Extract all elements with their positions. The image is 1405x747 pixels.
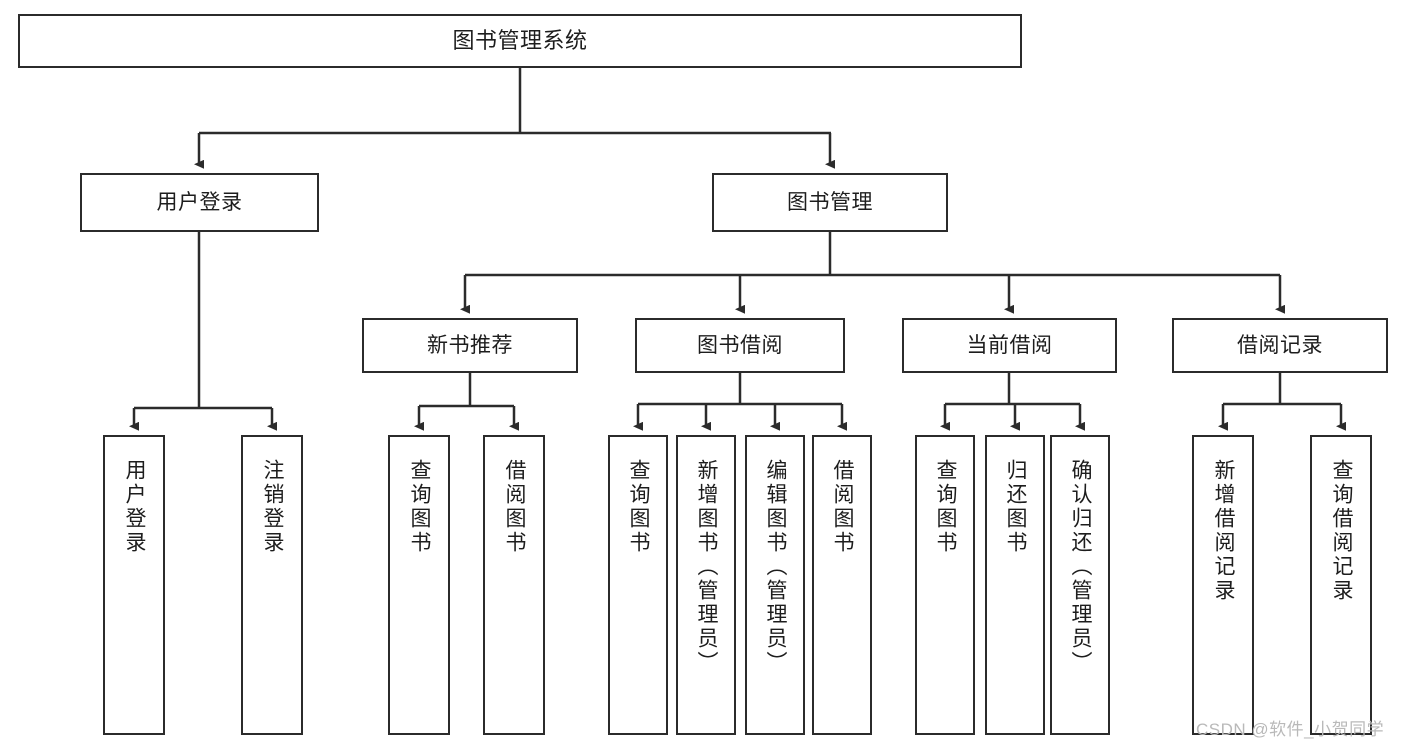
csdn-watermark-text: CSDN @软件_小贺同学 bbox=[1196, 720, 1385, 739]
node-leaf-edit-book[interactable]: 编辑图书（管理员） bbox=[745, 435, 805, 735]
node-book-manage[interactable]: 图书管理 bbox=[712, 173, 948, 232]
node-borrow-record[interactable]: 借阅记录 bbox=[1172, 318, 1388, 373]
node-leaf-return-book[interactable]: 归还图书 bbox=[985, 435, 1045, 735]
node-leaf-query-book-1[interactable]: 查询图书 bbox=[388, 435, 450, 735]
node-leaf-confirm-return-label: 确认归还（管理员） bbox=[1069, 459, 1093, 675]
node-leaf-query-record[interactable]: 查询借阅记录 bbox=[1310, 435, 1372, 735]
node-leaf-add-book[interactable]: 新增图书（管理员） bbox=[676, 435, 736, 735]
node-current-borrow[interactable]: 当前借阅 bbox=[902, 318, 1117, 373]
node-leaf-borrow-book-2[interactable]: 借阅图书 bbox=[812, 435, 872, 735]
node-leaf-add-record-label: 新增借阅记录 bbox=[1212, 459, 1236, 603]
node-book-manage-label: 图书管理 bbox=[787, 190, 873, 214]
node-leaf-query-book-2[interactable]: 查询图书 bbox=[608, 435, 668, 735]
node-leaf-query-book-1-label: 查询图书 bbox=[408, 459, 432, 555]
node-leaf-borrow-book-1-label: 借阅图书 bbox=[503, 459, 527, 555]
node-new-book-recommend-label: 新书推荐 bbox=[427, 333, 513, 357]
node-root-label: 图书管理系统 bbox=[452, 27, 588, 53]
node-leaf-user-login-label: 用户登录 bbox=[123, 459, 147, 555]
node-user-login-label: 用户登录 bbox=[156, 190, 243, 214]
node-leaf-query-record-label: 查询借阅记录 bbox=[1330, 459, 1354, 603]
node-leaf-user-logout[interactable]: 注销登录 bbox=[241, 435, 303, 735]
node-leaf-user-logout-label: 注销登录 bbox=[261, 459, 285, 555]
node-user-login[interactable]: 用户登录 bbox=[80, 173, 319, 232]
node-borrow-record-label: 借阅记录 bbox=[1237, 333, 1323, 357]
node-leaf-query-book-2-label: 查询图书 bbox=[627, 459, 651, 555]
node-leaf-return-book-label: 归还图书 bbox=[1004, 459, 1028, 555]
node-leaf-edit-book-label: 编辑图书（管理员） bbox=[764, 459, 788, 675]
node-leaf-query-book-3-label: 查询图书 bbox=[934, 459, 958, 555]
node-leaf-add-record[interactable]: 新增借阅记录 bbox=[1192, 435, 1254, 735]
node-leaf-borrow-book-1[interactable]: 借阅图书 bbox=[483, 435, 545, 735]
node-leaf-query-book-3[interactable]: 查询图书 bbox=[915, 435, 975, 735]
node-leaf-add-book-label: 新增图书（管理员） bbox=[695, 459, 719, 675]
csdn-watermark: CSDN @软件_小贺同学 bbox=[1196, 715, 1384, 740]
node-root[interactable]: 图书管理系统 bbox=[18, 14, 1022, 68]
node-book-borrow-label: 图书借阅 bbox=[697, 333, 783, 357]
node-leaf-confirm-return[interactable]: 确认归还（管理员） bbox=[1050, 435, 1110, 735]
node-leaf-user-login[interactable]: 用户登录 bbox=[103, 435, 165, 735]
node-book-borrow[interactable]: 图书借阅 bbox=[635, 318, 845, 373]
node-leaf-borrow-book-2-label: 借阅图书 bbox=[831, 459, 855, 555]
node-current-borrow-label: 当前借阅 bbox=[966, 333, 1053, 357]
node-new-book-recommend[interactable]: 新书推荐 bbox=[362, 318, 578, 373]
